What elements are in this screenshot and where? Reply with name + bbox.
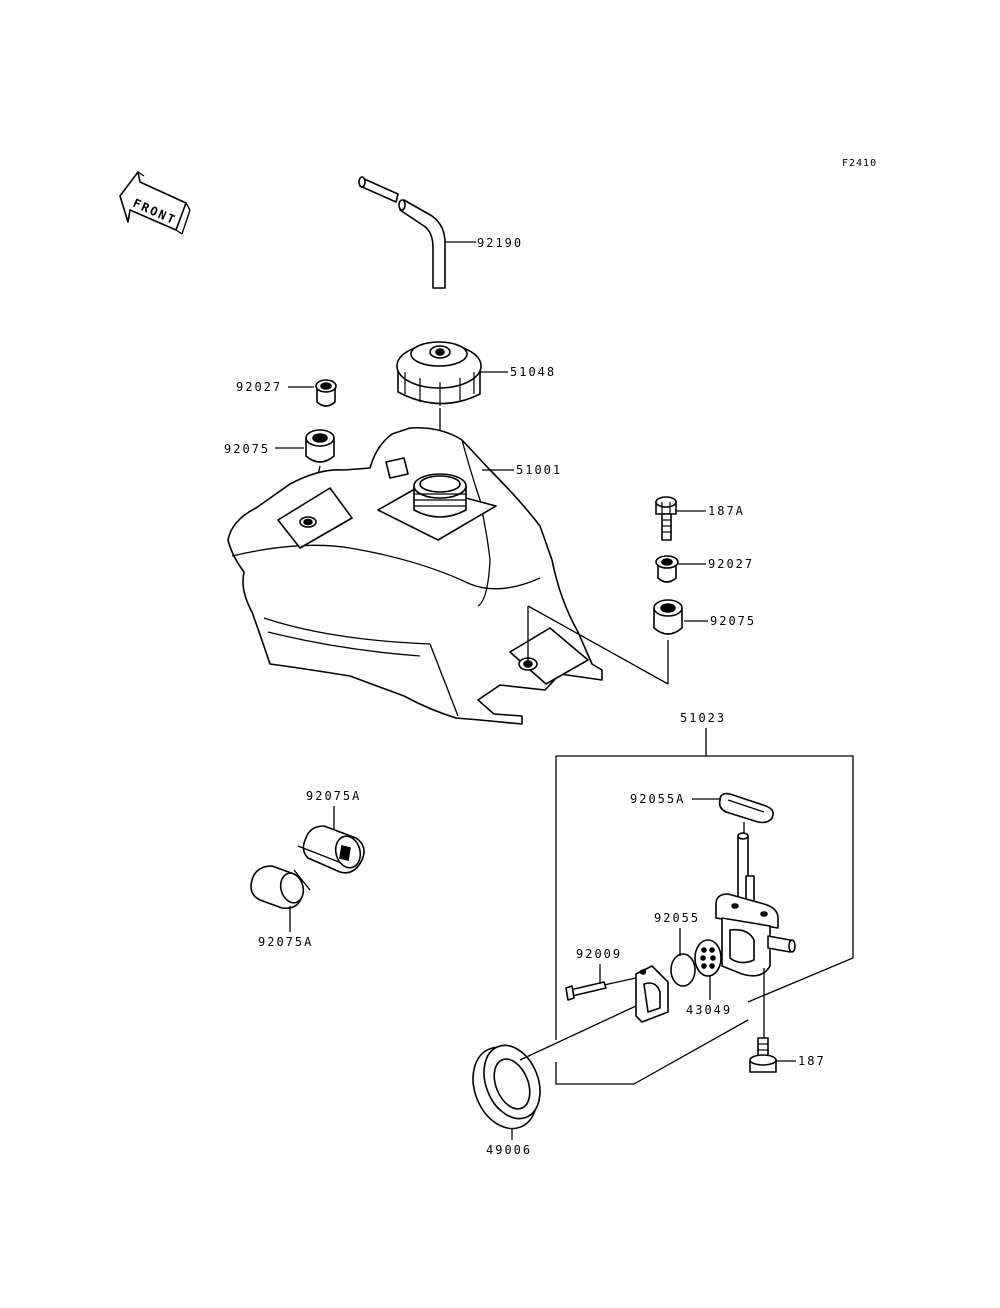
label-92075a-bottom: 92075A: [258, 935, 313, 949]
filter-plate-43049: 43049: [686, 939, 732, 1017]
screw-92009: 92009: [565, 947, 637, 1001]
fuel-cap: 51048: [396, 341, 556, 470]
figure-reference: F2410: [842, 158, 877, 169]
valve-lever-plate: [635, 965, 669, 1023]
bolt-187a: 187A: [655, 496, 745, 541]
split-collar-upper: 92075A: [297, 789, 365, 874]
split-collar-lower: 92075A: [250, 865, 313, 949]
label-92009: 92009: [576, 947, 622, 961]
label-92027-top: 92027: [236, 380, 282, 394]
collar-right: 92027: [655, 555, 754, 583]
bolt-187: 187: [749, 1037, 826, 1073]
damper-right: 92075: [653, 599, 756, 635]
label-51048: 51048: [510, 365, 556, 379]
label-92075-right: 92075: [710, 614, 756, 628]
gasket-92055a: 92055A: [630, 792, 774, 840]
label-92027-right: 92027: [708, 557, 754, 571]
fuel-tank: 51001: [227, 426, 669, 725]
front-direction-arrow-icon: FRONT: [119, 171, 191, 235]
label-43049: 43049: [686, 1003, 732, 1017]
label-49006: 49006: [486, 1143, 532, 1157]
fuel-cock-assembly-bracket: 51023: [555, 711, 854, 1085]
label-92055a: 92055A: [630, 792, 685, 806]
label-92075a-top: 92075A: [306, 789, 361, 803]
breather-hose: 92190: [358, 176, 523, 289]
label-187: 187: [798, 1054, 826, 1068]
damper-top-left: 92075: [224, 429, 335, 521]
label-51001: 51001: [516, 463, 562, 477]
fuel-cock-valve: [715, 832, 796, 1040]
o-ring-92055: 92055: [654, 911, 700, 987]
seal-ring-49006: 49006: [472, 1005, 637, 1157]
label-187a: 187A: [708, 504, 745, 518]
label-92055: 92055: [654, 911, 700, 925]
collar-top-left: 92027: [236, 379, 337, 407]
label-92190: 92190: [477, 236, 523, 250]
label-51023: 51023: [680, 711, 726, 725]
label-92075-top: 92075: [224, 442, 270, 456]
